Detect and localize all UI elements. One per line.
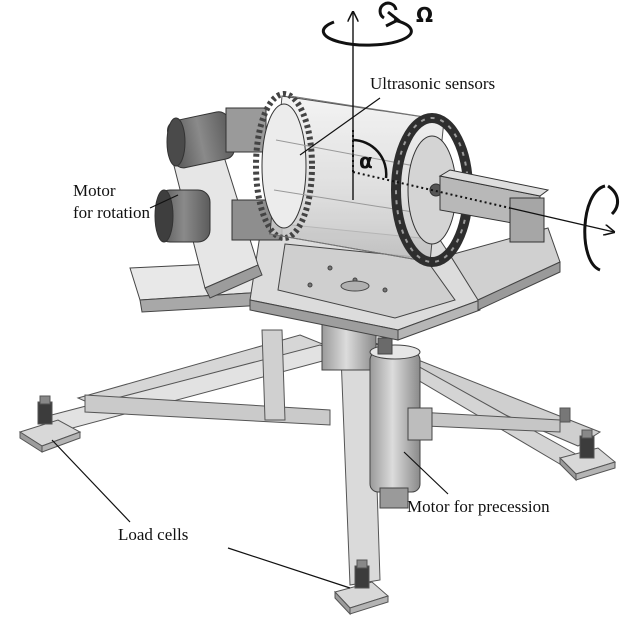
foot-right — [559, 429, 617, 482]
rotating-drum — [253, 91, 473, 267]
leader-load-cell-left — [51, 439, 131, 523]
leader-load-cell-front — [227, 547, 351, 589]
label-load-cells: Load cells — [118, 525, 188, 544]
leader-ultrasonic — [299, 97, 381, 156]
omega-symbol: Ω — [416, 3, 433, 27]
omega-rotation-arrow — [321, 1, 413, 47]
leader-motor-rotation — [149, 194, 179, 209]
load-cell-feet — [18, 395, 617, 616]
rotation-motor-assembly — [154, 107, 283, 243]
label-ultrasonic-sensors: Ultrasonic sensors — [370, 74, 495, 93]
alpha-angle-arc — [352, 138, 388, 179]
sensor-arm — [438, 169, 550, 243]
foot-front — [334, 559, 389, 616]
precession-column — [321, 319, 433, 509]
platform — [129, 127, 561, 341]
label-motor-rotation-line2: for rotation — [73, 203, 150, 222]
leader-motor-precession — [403, 451, 449, 495]
foot-left — [18, 395, 82, 453]
label-motor-precession: Motor for precession — [407, 497, 550, 516]
base-legs — [38, 329, 602, 586]
foot-back-right — [559, 407, 571, 423]
tilted-axis — [352, 171, 619, 272]
label-motor-rotation-line1: Motor — [73, 181, 116, 200]
alpha-symbol: α — [359, 149, 373, 173]
